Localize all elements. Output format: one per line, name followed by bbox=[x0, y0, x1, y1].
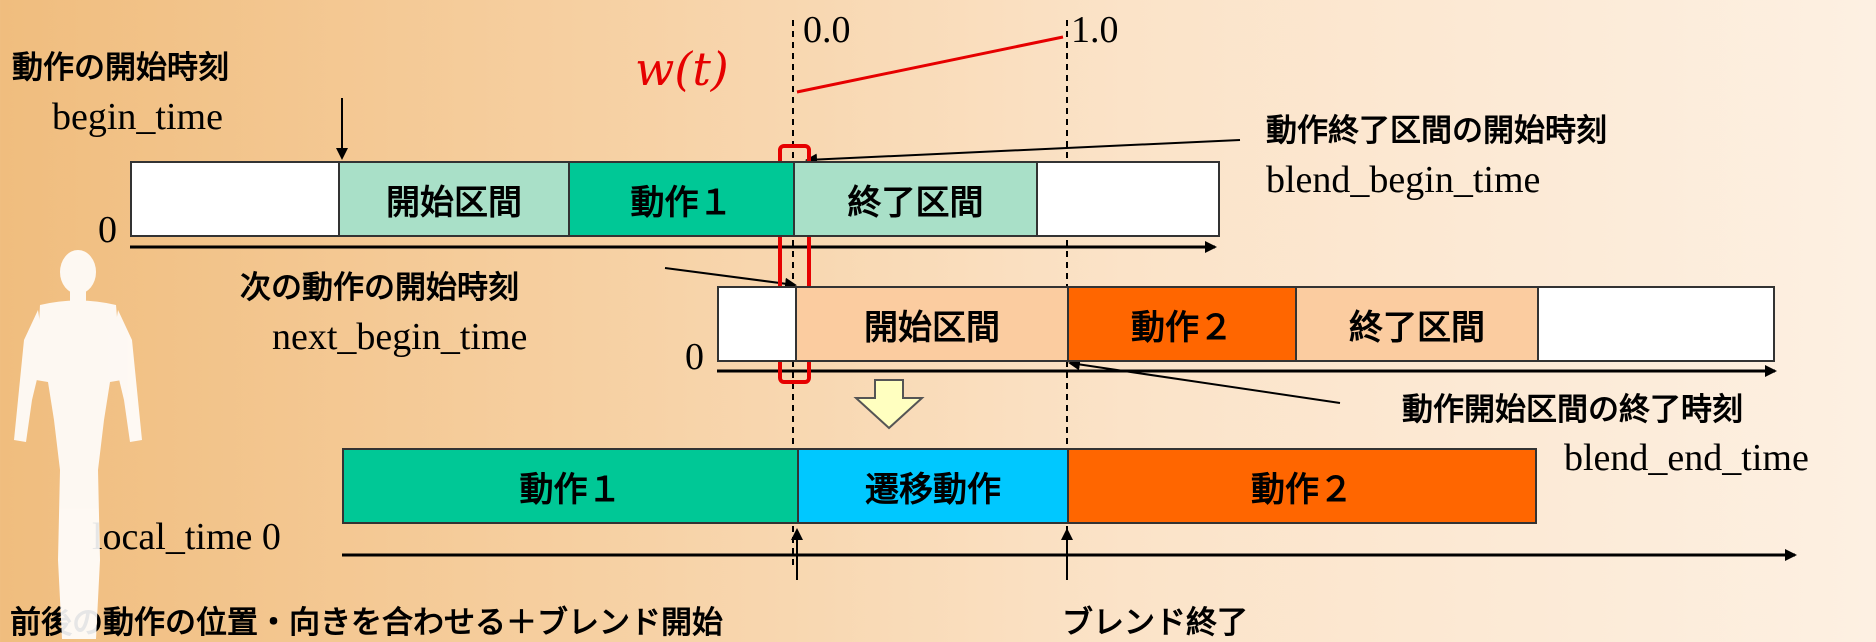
blend-start-note: 前後の動作の位置・向きを合わせる＋ブレンド開始 bbox=[10, 605, 723, 641]
blend-end-note: ブレンド終了 bbox=[1062, 605, 1248, 641]
next-begin-label-jp: 次の動作の開始時刻 bbox=[240, 270, 519, 306]
row2-start-interval: 開始区間 bbox=[795, 286, 1069, 362]
blend-begin-label-jp: 動作終了区間の開始時刻 bbox=[1266, 113, 1607, 149]
arrow-next-begin bbox=[664, 267, 797, 290]
row1-blank-end bbox=[1036, 161, 1220, 237]
blend-end-label: blend_end_time bbox=[1564, 437, 1809, 479]
row1-motion1: 動作１ bbox=[568, 161, 795, 237]
weight-1-label: 1.0 bbox=[1071, 9, 1119, 51]
highlight-rect bbox=[778, 144, 811, 384]
row2-blank-start bbox=[717, 286, 797, 362]
row2-blank-end bbox=[1537, 286, 1775, 362]
blend-end-label-jp: 動作開始区間の終了時刻 bbox=[1402, 392, 1743, 428]
row1-start-interval: 開始区間 bbox=[338, 161, 570, 237]
row3-motion2: 動作２ bbox=[1067, 448, 1537, 524]
down-arrow-icon bbox=[853, 379, 925, 430]
row2-motion2: 動作２ bbox=[1067, 286, 1297, 362]
begin-time-label: begin_time bbox=[52, 96, 223, 138]
local-time-label: local_time 0 bbox=[92, 516, 281, 558]
arrow-blend-begin bbox=[805, 139, 1241, 166]
row2-zero-label: 0 bbox=[685, 336, 704, 378]
row1-end-interval: 終了区間 bbox=[793, 161, 1038, 237]
weight-function-label: w(t) bbox=[635, 42, 729, 96]
row1-blank-start bbox=[130, 161, 340, 237]
begin-time-label-jp: 動作の開始時刻 bbox=[12, 50, 229, 86]
weight-0-label: 0.0 bbox=[803, 9, 851, 51]
weight-line bbox=[796, 35, 1064, 94]
arrow-blend-end bbox=[1068, 358, 1341, 404]
row3-motion1: 動作１ bbox=[342, 448, 799, 524]
next-begin-label: next_begin_time bbox=[272, 316, 528, 358]
row3-transition: 遷移動作 bbox=[797, 448, 1069, 524]
row2-end-interval: 終了区間 bbox=[1295, 286, 1539, 362]
row1-zero-label: 0 bbox=[98, 209, 117, 251]
blend-begin-label: blend_begin_time bbox=[1266, 159, 1541, 201]
